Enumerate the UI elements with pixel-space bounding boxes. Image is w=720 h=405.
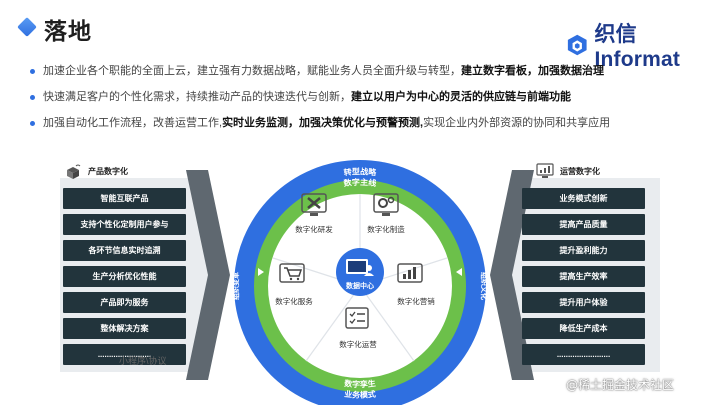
bullet-1: 加速企业各个职能的全面上云，建立强有力数据战略，赋能业务人员全面升级与转型，建立… (30, 62, 604, 78)
list-item: 提高生产效率 (522, 266, 645, 287)
center-label: 数据中心 (346, 281, 374, 290)
list-item: 支持个性化定制用户参与 (63, 214, 186, 235)
bullet-dot-icon (30, 120, 35, 126)
outer-left-label: 组织变革 (231, 272, 240, 300)
segment-rd: 数字化研发 (295, 193, 333, 234)
checklist-icon (345, 307, 369, 329)
bullet-3-tail: 实现企业内外部资源的协同和共享应用 (423, 117, 611, 129)
right-list: 业务模式创新 提高产品质量 提升盈利能力 提高生产效率 提升用户体验 降低生产成… (522, 188, 645, 365)
list-item: 业务模式创新 (522, 188, 645, 209)
segment-svc: 数字化服务 (275, 263, 313, 306)
watermark: @稀土掘金技术社区 (566, 378, 675, 392)
list-item: ........................ (522, 344, 645, 365)
list-item: 生产分析优化性能 (63, 266, 186, 287)
list-item: ........................ (63, 344, 186, 365)
monitor-chart-icon (536, 163, 554, 178)
left-chevron-arrow-icon (186, 170, 230, 380)
right-panel-title: 运营数字化 (536, 163, 600, 179)
bullet-3: 加强自动化工作流程，改善运营工作,实时业务监测，加强决策优化与预警预测,实现企业… (30, 114, 610, 130)
segment-label: 数字化服务 (275, 296, 313, 306)
bullet-1-text: 加速企业各个职能的全面上云，建立强有力数据战略，赋能业务人员全面升级与转型， (43, 65, 461, 77)
page-title: 落地 (44, 18, 92, 44)
monitor-gear-icon (373, 193, 399, 213)
outer-top-label: 转型战略 (343, 166, 378, 177)
bullet-dot-icon (30, 94, 35, 100)
segment-label: 数字化制造 (367, 224, 405, 234)
ring-chevron-icon (258, 268, 264, 276)
inner-bottom-label: 数字孪生 (344, 378, 376, 389)
hexagon-logo-icon (567, 34, 587, 56)
bullet-dot-icon (30, 68, 35, 74)
left-panel-title: 产品数字化 (64, 163, 128, 179)
list-item: 智能互联产品 (63, 188, 186, 209)
list-item: 提升用户体验 (522, 292, 645, 313)
segment-label: 数字化研发 (295, 224, 333, 234)
outer-right-label: 组织文化 (480, 272, 489, 300)
left-list: 智能互联产品 支持个性化定制用户参与 各环节信息实时追溯 生产分析优化性能 产品… (63, 188, 186, 365)
list-item: 各环节信息实时追溯 (63, 240, 186, 261)
segment-mfg: 数字化制造 (367, 193, 405, 234)
segment-label: 数字化运营 (339, 339, 377, 349)
segment-label: 数字化营销 (397, 296, 435, 306)
box-wifi-icon (67, 164, 81, 179)
monitor-bar-chart-icon (397, 263, 423, 283)
bullet-1-bold: 建立数字看板，加强数据治理 (461, 65, 604, 77)
list-item: 降低生产成本 (522, 318, 645, 339)
outer-bottom-label: 业务模式 (344, 389, 376, 400)
segment-mkt: 数字化营销 (397, 263, 435, 306)
ring-chevron-icon (456, 268, 462, 276)
list-item: 提升盈利能力 (522, 240, 645, 261)
brand: 织信 Informat (566, 18, 720, 72)
title-marker-icon (17, 17, 37, 37)
bullet-2-text: 快速满足客户的个性化需求，持续推动产品的快速迭代与创新， (43, 91, 351, 103)
monitor-x-icon (301, 193, 327, 213)
list-item: 整体解决方案 (63, 318, 186, 339)
monitor-cart-icon (279, 263, 305, 283)
list-item: 产品即为服务 (63, 292, 186, 313)
bullet-2: 快速满足客户的个性化需求，持续推动产品的快速迭代与创新，建立以用户为中心的灵活的… (30, 88, 571, 104)
stray-text: 小程序\协议 (119, 356, 167, 366)
digital-center-diagram: 转型战略 业务模式 数字主线 数字孪生 组织变革 组织文化 数字化研发 数字化制… (231, 160, 489, 405)
bullet-3-text: 加强自动化工作流程，改善运营工作, (43, 117, 223, 129)
bullet-3-bold: 实时业务监测，加强决策优化与预警预测, (222, 117, 424, 129)
list-item: 提高产品质量 (522, 214, 645, 235)
segment-ops: 数字化运营 (339, 307, 377, 349)
brand-name: 织信 Informat (594, 23, 681, 71)
bullet-2-bold: 建立以用户为中心的灵活的供应链与前端功能 (351, 91, 571, 103)
